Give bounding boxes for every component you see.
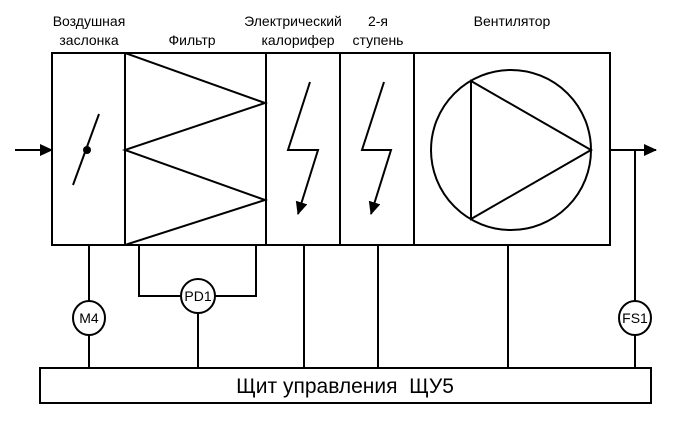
air-handling-unit [51,52,611,246]
flow-sensor-fs1: FS1 [618,300,652,336]
fs1-label: FS1 [622,310,648,326]
stage2-label-1: 2-я [368,13,388,29]
wire [138,245,181,297]
wire [215,245,257,297]
filter-label: Фильтр [168,32,215,48]
pd1-label: PD1 [184,288,211,304]
filter-icon [121,52,269,246]
m4-label: M4 [79,310,99,326]
control-panel-label: Щит управления ЩУ5 [236,375,454,398]
stage2-lightning-icon [360,81,393,215]
damper-icon [72,113,100,186]
stage2-label-2: ступень [353,32,404,48]
pressure-sensor-pd1: PD1 [180,278,216,314]
heater-lightning-icon [286,81,320,215]
heater-label-1: Электрический [244,13,342,29]
fan-label: Вентилятор [474,13,551,29]
damper-label-2: заслонка [59,32,118,48]
fan-icon [430,69,594,231]
control-panel [39,367,652,404]
actuator-m4: M4 [72,300,106,336]
heater-label-2: калорифер [261,32,334,48]
damper-label-1: Воздушная [53,13,126,29]
